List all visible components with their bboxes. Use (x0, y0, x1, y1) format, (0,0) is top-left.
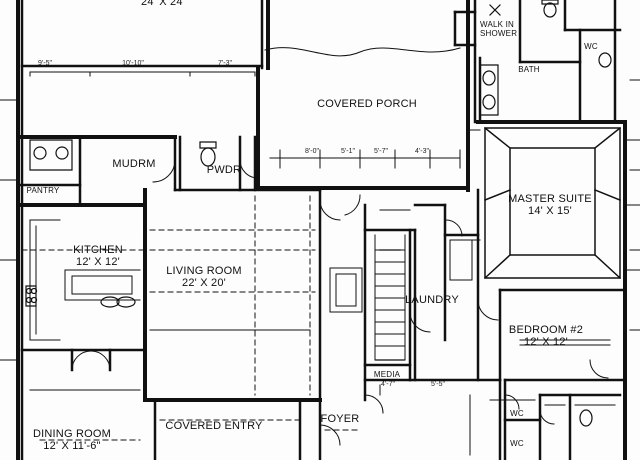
porch-dim-b: 5'-1" (341, 148, 355, 155)
master-suite-size-label: 14' X 15' (528, 205, 572, 217)
covered-porch-label: COVERED PORCH (317, 98, 417, 110)
garage-dim-left: 9'-5" (38, 60, 52, 67)
garage-dim-mid: 10'-10" (122, 60, 144, 67)
tray-ceiling (483, 126, 622, 280)
door-swings (71, 159, 609, 446)
mudroom-label: MUDRM (112, 158, 156, 170)
dining-room-label: DINING ROOM (33, 428, 111, 440)
living-room-label: LIVING ROOM (166, 265, 242, 277)
garage-size-label: 24' X 24' (141, 0, 185, 8)
kitchen-label: KITCHEN (73, 244, 123, 256)
fixtures (25, 0, 612, 427)
wc-top-label: WC (584, 42, 598, 51)
laundry-label: LAUNDRY (405, 294, 459, 306)
grid-ticks (469, 129, 640, 271)
pantry-label: PANTRY (26, 186, 60, 195)
bath-label: BATH (518, 65, 540, 74)
porch-dim-d: 4'-3" (415, 148, 429, 155)
exterior-walls (16, 0, 627, 460)
walk-in-shower-label: WALK IN SHOWER (480, 20, 518, 38)
wc-bottom-1-label: WC (510, 409, 524, 418)
covered-entry-label: COVERED ENTRY (165, 420, 263, 432)
wc-bottom-2-label: WC (510, 439, 524, 448)
foyer-dim: 4'-7" (381, 381, 395, 388)
laundry-dim: 5'-5" (431, 381, 445, 388)
soffit-lines (21, 195, 361, 441)
powder-room-label: PWDR (206, 164, 242, 176)
media-label: MEDIA (373, 370, 401, 379)
bedroom-2-label: BEDROOM #2 (508, 324, 584, 336)
dining-room-size-label: 12' X 11'-6" (43, 440, 101, 452)
porch-dim-c: 5'-7" (374, 148, 388, 155)
living-room-size-label: 22' X 20' (182, 277, 226, 289)
kitchen-size-label: 12' X 12' (76, 256, 120, 268)
foyer-label: FOYER (320, 413, 360, 425)
bedroom-2-size-label: 12' X 12' (524, 336, 568, 348)
garage-dim-right: 7'-3" (218, 60, 232, 67)
porch-dim-a: 8'-0" (305, 148, 319, 155)
master-suite-label: MASTER SUITE (508, 193, 592, 205)
